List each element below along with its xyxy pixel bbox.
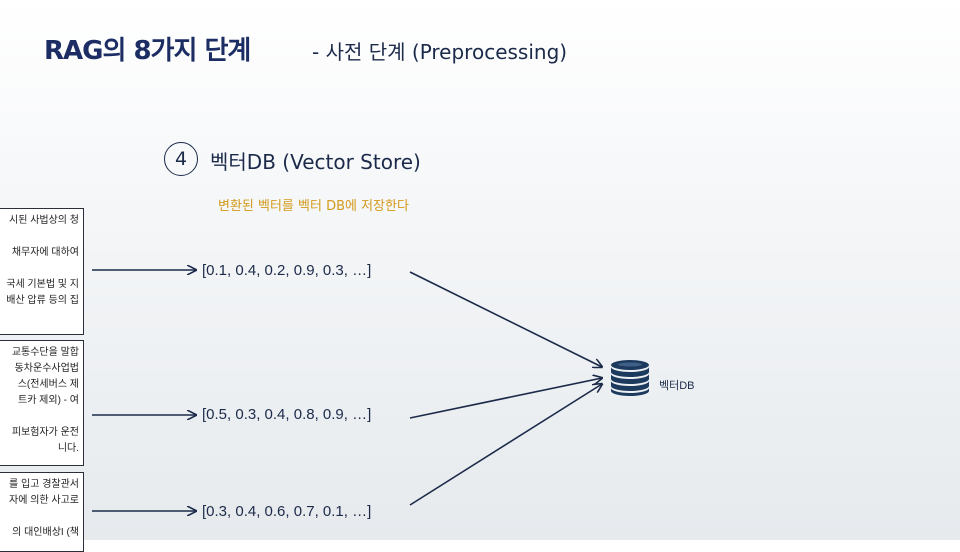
database-icon [611, 360, 649, 396]
doc-line: 스(전세버스 제 [17, 379, 79, 390]
step-description: 변환된 벡터를 벡터 DB에 저장한다 [218, 199, 409, 214]
doc-line: 니다. [57, 443, 79, 454]
doc-line: 국세 기본법 및 지 [6, 279, 79, 290]
embedding-vector-2: [0.5, 0.3, 0.4, 0.8, 0.9, …] [202, 406, 372, 423]
embedding-vector-1: [0.1, 0.4, 0.2, 0.9, 0.3, …] [202, 262, 372, 279]
doc-line: 채무자에 대하여 [11, 247, 79, 258]
doc-line: 피보험자가 운전 [11, 427, 79, 438]
doc-line: 의 대인배상I (책 [12, 527, 79, 538]
step-number-badge: 4 [164, 142, 198, 176]
doc-line: 동차운수사업법 [14, 363, 79, 374]
arrow-vector2-to-db [409, 378, 602, 419]
doc-line: 배산 압류 등의 집 [6, 295, 79, 306]
page-title: RAG의 8가지 단계 [44, 36, 251, 66]
step-title: 벡터DB (Vector Store) [210, 150, 421, 174]
doc-line: 트카 제외) - 여 [18, 395, 79, 406]
doc-line: 를 입고 경찰관서 [9, 479, 79, 490]
arrow-vector1-to-db [409, 271, 602, 367]
page-subtitle: - 사전 단계 (Preprocessing) [312, 40, 568, 64]
doc-line: 교통수단을 말합 [11, 347, 79, 358]
doc-line: 자에 의한 사고로 [9, 495, 79, 506]
vector-db-label: 벡터DB [659, 380, 695, 392]
document-chunk-2: 교통수단을 말합 동차운수사업법 스(전세버스 제 트카 제외) - 여 피보험… [0, 340, 84, 466]
embedding-vector-3: [0.3, 0.4, 0.6, 0.7, 0.1, …] [202, 503, 372, 520]
document-chunk-1: 시된 사법상의 청 채무자에 대하여 국세 기본법 및 지 배산 압류 등의 집 [0, 208, 84, 335]
arrow-vector3-to-db [409, 384, 602, 506]
flow-arrows [92, 0, 960, 540]
doc-line: 시된 사법상의 청 [9, 215, 79, 226]
